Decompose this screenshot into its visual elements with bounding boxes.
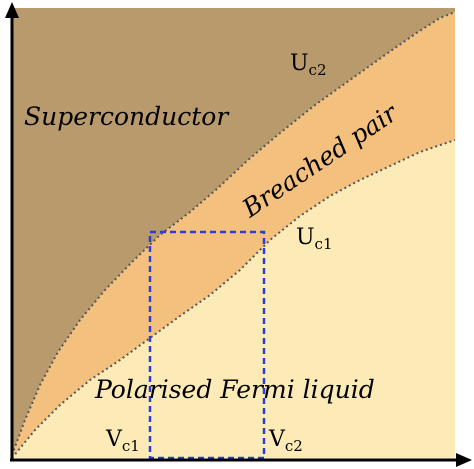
uc2-label-main: U bbox=[290, 51, 309, 76]
vc1-label: Vc1 bbox=[105, 427, 140, 455]
uc1-label-main: U bbox=[296, 225, 315, 250]
uc2-label: Uc2 bbox=[290, 51, 327, 79]
uc1-label: Uc1 bbox=[296, 225, 333, 253]
polarised-fermi-liquid-region bbox=[12, 140, 455, 458]
uc2-boundary-line bbox=[11, 11, 456, 456]
polarised-fermi-liquid-label: Polarised Fermi liquid bbox=[94, 375, 375, 404]
superconductor-region bbox=[12, 8, 455, 455]
uc1-boundary-line bbox=[11, 139, 456, 459]
vc2-label: Vc2 bbox=[268, 427, 303, 455]
uc2-label-sub: c2 bbox=[309, 61, 327, 79]
vc1-label-main: V bbox=[105, 427, 123, 452]
vc2-label-sub: c2 bbox=[285, 437, 303, 455]
superconductor-label: Superconductor bbox=[24, 102, 230, 131]
vc2-label-main: V bbox=[268, 427, 286, 452]
uc1-label-sub: c1 bbox=[315, 235, 333, 253]
vc1-label-sub: c1 bbox=[122, 437, 140, 455]
y-axis-arrow bbox=[5, 2, 19, 18]
breached-pair-region bbox=[12, 12, 455, 458]
x-axis-arrow bbox=[456, 453, 472, 467]
